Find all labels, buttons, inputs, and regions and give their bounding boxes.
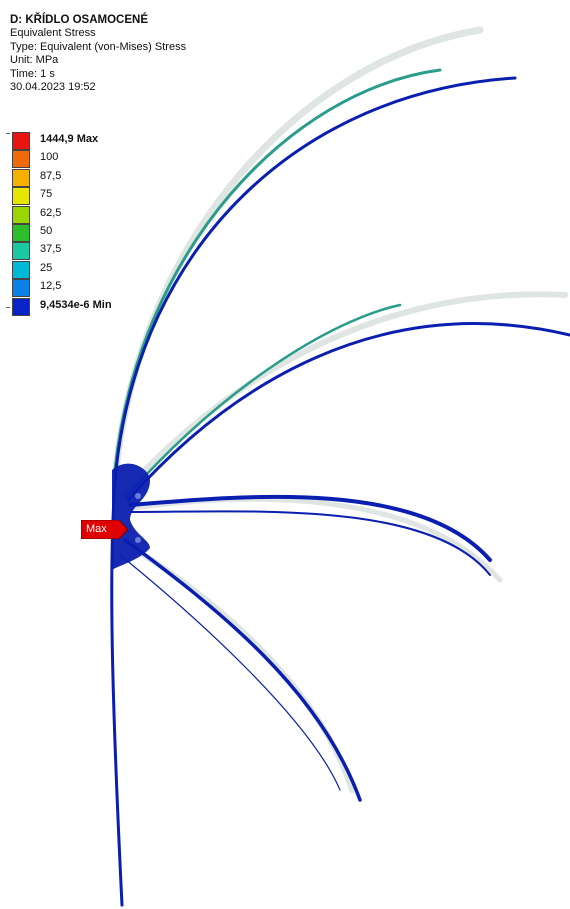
legend-swatch [12,279,30,298]
rib-upper-mid [123,303,402,500]
max-probe-arrow-icon [81,520,129,539]
legend-label: 25 [40,261,53,274]
legend-label: 87,5 [40,169,62,182]
rib-top [114,76,517,472]
legend-swatch [12,150,30,169]
legend-label: 1444,9 Max [40,133,99,145]
result-name: Equivalent Stress [10,27,96,40]
legend-label: 75 [40,188,53,201]
legend-tick [6,307,10,308]
deformed-geometry [110,68,570,907]
legend-label: 100 [40,151,59,164]
rib-middle-upper [128,494,492,562]
legend-label: 12,5 [40,280,62,293]
ghost-rib-upper [115,291,568,503]
result-header: D: KŘÍDLO OSAMOCENÉ Equivalent Stress Ty… [10,14,186,94]
result-time: Time: 1 s [10,67,55,80]
legend-swatch [12,224,30,242]
hub [112,463,150,570]
undeformed-ghost [112,26,568,793]
result-title: D: KŘÍDLO OSAMOCENÉ [10,14,148,26]
ghost-rib-lower [117,537,355,793]
result-type: Type: Equivalent (von-Mises) Stress [10,40,187,53]
legend-swatch [12,187,30,206]
legend-label: 62,5 [40,206,62,219]
legend-swatch [12,132,30,150]
rib-middle-lower [129,510,491,576]
rib-upper [126,322,570,502]
legend-swatch [12,260,30,279]
ghost-rib-top [112,26,484,474]
legend-tick [6,133,10,134]
max-probe-label: Max [86,523,107,535]
legend-swatch [12,205,30,224]
result-unit: Unit: MPa [10,54,59,67]
legend-label: 37,5 [40,243,62,256]
rib-lower-thin [119,554,341,791]
legend-swatch [12,297,30,316]
rib-top-mid [113,68,442,472]
max-probe-shape [81,520,129,539]
legend-swatch [12,242,30,261]
rib-lower [123,538,362,802]
result-date: 30.04.2023 19:52 [10,81,96,94]
legend-swatch [12,168,30,187]
legend-label: 50 [40,225,53,237]
legend-label: 9,4534e-6 Min [40,298,112,311]
